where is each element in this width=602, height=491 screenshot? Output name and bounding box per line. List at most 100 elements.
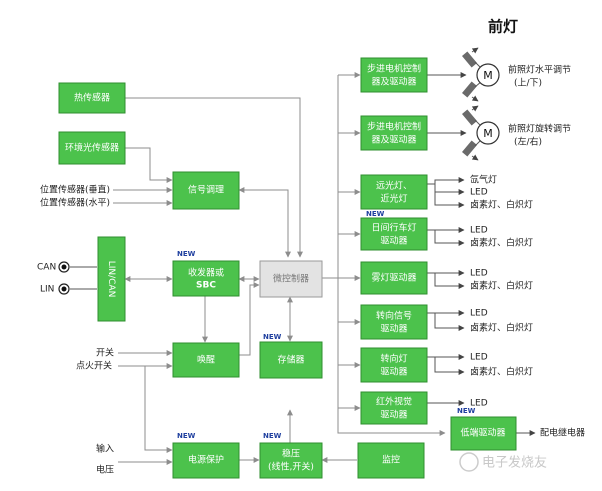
led-label-5: LED — [470, 353, 488, 363]
out-hal1-arrow — [434, 192, 465, 208]
drl-new-tag: NEW — [366, 210, 385, 218]
lin-label: LIN — [40, 285, 54, 295]
motor-clamp-top-icon — [461, 51, 478, 68]
out-hal2-arrow — [434, 230, 465, 246]
ir-vision-label-line1: 红外视觉 — [376, 396, 412, 408]
microcontroller-block: 微控制器 — [259, 260, 323, 298]
led-label-3: LED — [470, 269, 488, 279]
regulator-label-line1: 稳压 — [282, 448, 300, 460]
wakeup-mcu-arrow — [239, 282, 260, 356]
turn-lamp-label-line2: 驱动器 — [380, 367, 407, 378]
lowside-new-tag: NEW — [457, 407, 476, 415]
halogen-label-3: 卤素灯、白炽灯 — [470, 280, 533, 292]
swivel-label-line1: 前照灯旋转调节 — [508, 123, 571, 135]
ignition-label: 点火开关 — [76, 360, 112, 372]
watermark-text: 电子发烧友 — [482, 455, 547, 471]
turn-lamp-driver-block: 转向灯 驱动器 — [360, 347, 428, 383]
wakeup-block: 唤醒 — [172, 342, 240, 378]
high-low-beam-label-line2: 近光灯 — [380, 193, 407, 205]
out-hal5-arrow — [434, 357, 465, 375]
halogen-label-4: 卤素灯、白炽灯 — [470, 322, 533, 334]
memory-new-tag: NEW — [263, 333, 282, 341]
switch-label: 开关 — [96, 347, 114, 359]
heat-sensor-to-mcu-arrow — [125, 97, 303, 258]
watermark: 电子发烧友 — [459, 452, 547, 472]
out-hal3-arrow — [434, 273, 465, 289]
transceiver-label-line1: 收发器或 — [188, 267, 224, 279]
motor1-arc-bottom-arrow — [471, 95, 479, 102]
xenon-label: 氙气灯 — [470, 174, 497, 186]
drl-label-line2: 驱动器 — [380, 236, 407, 247]
voltage-label: 电压 — [96, 464, 114, 476]
motor1-arc-top-arrow — [471, 47, 479, 54]
pos-sensor-horizontal-label: 位置传感器(水平) — [40, 197, 110, 209]
halogen-label-5: 卤素灯、白炽灯 — [470, 366, 533, 378]
stepper2-label-line1: 步进电机控制 — [367, 121, 421, 133]
halogen-label-1: 卤素灯、白炽灯 — [470, 199, 533, 211]
turn-signal-label-line2: 驱动器 — [380, 324, 407, 335]
turn-signal-label-line1: 转向信号 — [376, 310, 412, 322]
transceiver-new-tag: NEW — [177, 250, 196, 258]
monitor-block: 监控 — [357, 442, 425, 479]
lowside-driver-label: 低端驱动器 — [460, 427, 505, 439]
motor2-clamp-top-icon — [461, 109, 478, 126]
power-protection-label: 电源保护 — [188, 454, 224, 466]
drl-label-line1: 日间行车灯 — [371, 222, 416, 234]
microcontroller-label: 微控制器 — [273, 273, 309, 285]
swivel-motor-group: M — [461, 105, 500, 161]
motor-icon — [476, 63, 500, 87]
out-xenon-arrow — [427, 177, 465, 185]
pos-sensor-vertical-label: 位置传感器(垂直) — [40, 184, 110, 196]
wakeup-label: 唤醒 — [197, 354, 215, 366]
lin-connector-dot-icon — [61, 286, 67, 292]
regulator-label-line2: (线性,开关) — [268, 461, 314, 473]
memory-label: 存储器 — [277, 354, 304, 366]
stepper1-label-line1: 步进电机控制 — [367, 63, 421, 75]
relay-label: 配电继电器 — [540, 427, 585, 439]
motor2-arc-top-arrow — [471, 105, 479, 112]
memory-block: 存储器 — [259, 341, 323, 379]
halogen-label-2: 卤素灯、白炽灯 — [470, 237, 533, 249]
stepper-driver-2-block: 步进电机控制 器及驱动器 — [360, 115, 428, 151]
ambient-light-sensor-block: 环境光传感器 — [58, 131, 126, 165]
connections — [70, 72, 536, 465]
lowside-driver-block: 低端驱动器 — [450, 416, 517, 451]
led-label-4: LED — [470, 309, 488, 319]
motor2-arc-bottom-arrow — [471, 154, 479, 161]
drl-driver-block: 日间行车灯 驱动器 — [360, 217, 428, 251]
transceiver-label-line2: SBC — [196, 281, 216, 291]
lin-can-label: LIN/CAN — [106, 261, 116, 298]
led-label-1: LED — [470, 188, 488, 198]
transceiver-sbc-block: 收发器或 SBC — [172, 260, 240, 297]
stepper-driver-1-block: 步进电机控制 器及驱动器 — [360, 57, 428, 93]
diagram-title: 前灯 — [488, 18, 518, 36]
motor2-clamp-bottom-icon — [461, 140, 478, 157]
high-low-beam-block: 远光灯、 近光灯 — [360, 174, 428, 210]
signal-mcu-arrow — [238, 187, 291, 258]
signal-conditioning-block: 信号调理 — [172, 171, 240, 210]
lin-can-block: LIN/CAN — [97, 236, 126, 322]
motor-2-icon — [476, 121, 500, 145]
regulator-block: 稳压 (线性,开关) — [259, 442, 323, 479]
fog-driver-block: 雾灯驱动器 — [360, 261, 428, 295]
leveling-label-line1: 前照灯水平调节 — [508, 64, 571, 76]
ir-vision-label-line2: 驱动器 — [380, 410, 407, 421]
monitor-label: 监控 — [382, 454, 400, 466]
can-label: CAN — [37, 263, 56, 273]
ambient-light-sensor-label: 环境光传感器 — [65, 142, 119, 154]
stepper2-label-line2: 器及驱动器 — [371, 135, 416, 146]
mcu-bus-vertical — [337, 75, 446, 436]
heat-sensor-block: 热传感器 — [58, 82, 126, 114]
leveling-label-line2: (上/下) — [514, 78, 542, 89]
turn-signal-driver-block: 转向信号 驱动器 — [360, 304, 428, 340]
fog-driver-label: 雾灯驱动器 — [371, 273, 416, 284]
motor-clamp-bottom-icon — [461, 81, 478, 98]
can-connector-dot-icon — [61, 264, 67, 270]
led-label-6: LED — [470, 399, 488, 409]
input-label: 输入 — [96, 443, 114, 455]
leveling-motor-group: M — [461, 47, 500, 102]
high-low-beam-label-line1: 远光灯、 — [376, 180, 412, 192]
out-led1-arrow — [434, 184, 465, 195]
stepper1-label-line2: 器及驱动器 — [371, 77, 416, 88]
